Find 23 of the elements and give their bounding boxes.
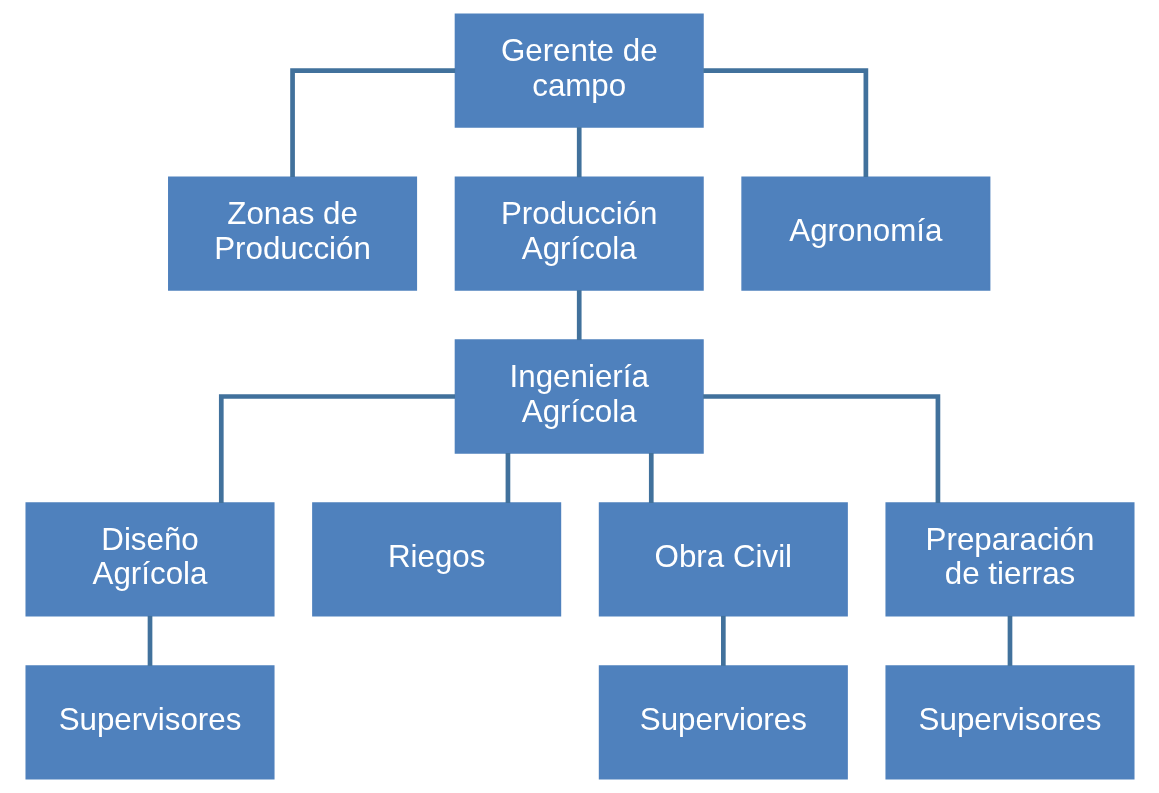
connector [702,394,940,503]
connector [289,68,455,178]
node-box: Diseño Agrícola [25,502,275,617]
node-box: Supervisores [884,665,1134,780]
connector [576,290,582,341]
connector [648,453,654,503]
node-box: Zonas de Producción [167,176,417,291]
node-box: Ingeniería Agrícola [454,339,704,454]
connector [702,68,868,178]
connector [1007,615,1012,666]
node-box: Producción Agrícola [454,176,704,291]
connector [147,615,152,666]
connector [576,127,582,178]
node-box: Agronomía [740,176,990,291]
node-box: Superviores [598,665,848,780]
node-box: Gerente de campo [454,13,704,128]
connector [505,453,510,503]
node-box: Supervisores [25,665,275,780]
connector [218,394,455,503]
connector [720,615,726,666]
node-box: Riegos [311,502,561,617]
node-box: Preparación de tierras [884,502,1134,617]
node-box: Obra Civil [598,502,848,617]
